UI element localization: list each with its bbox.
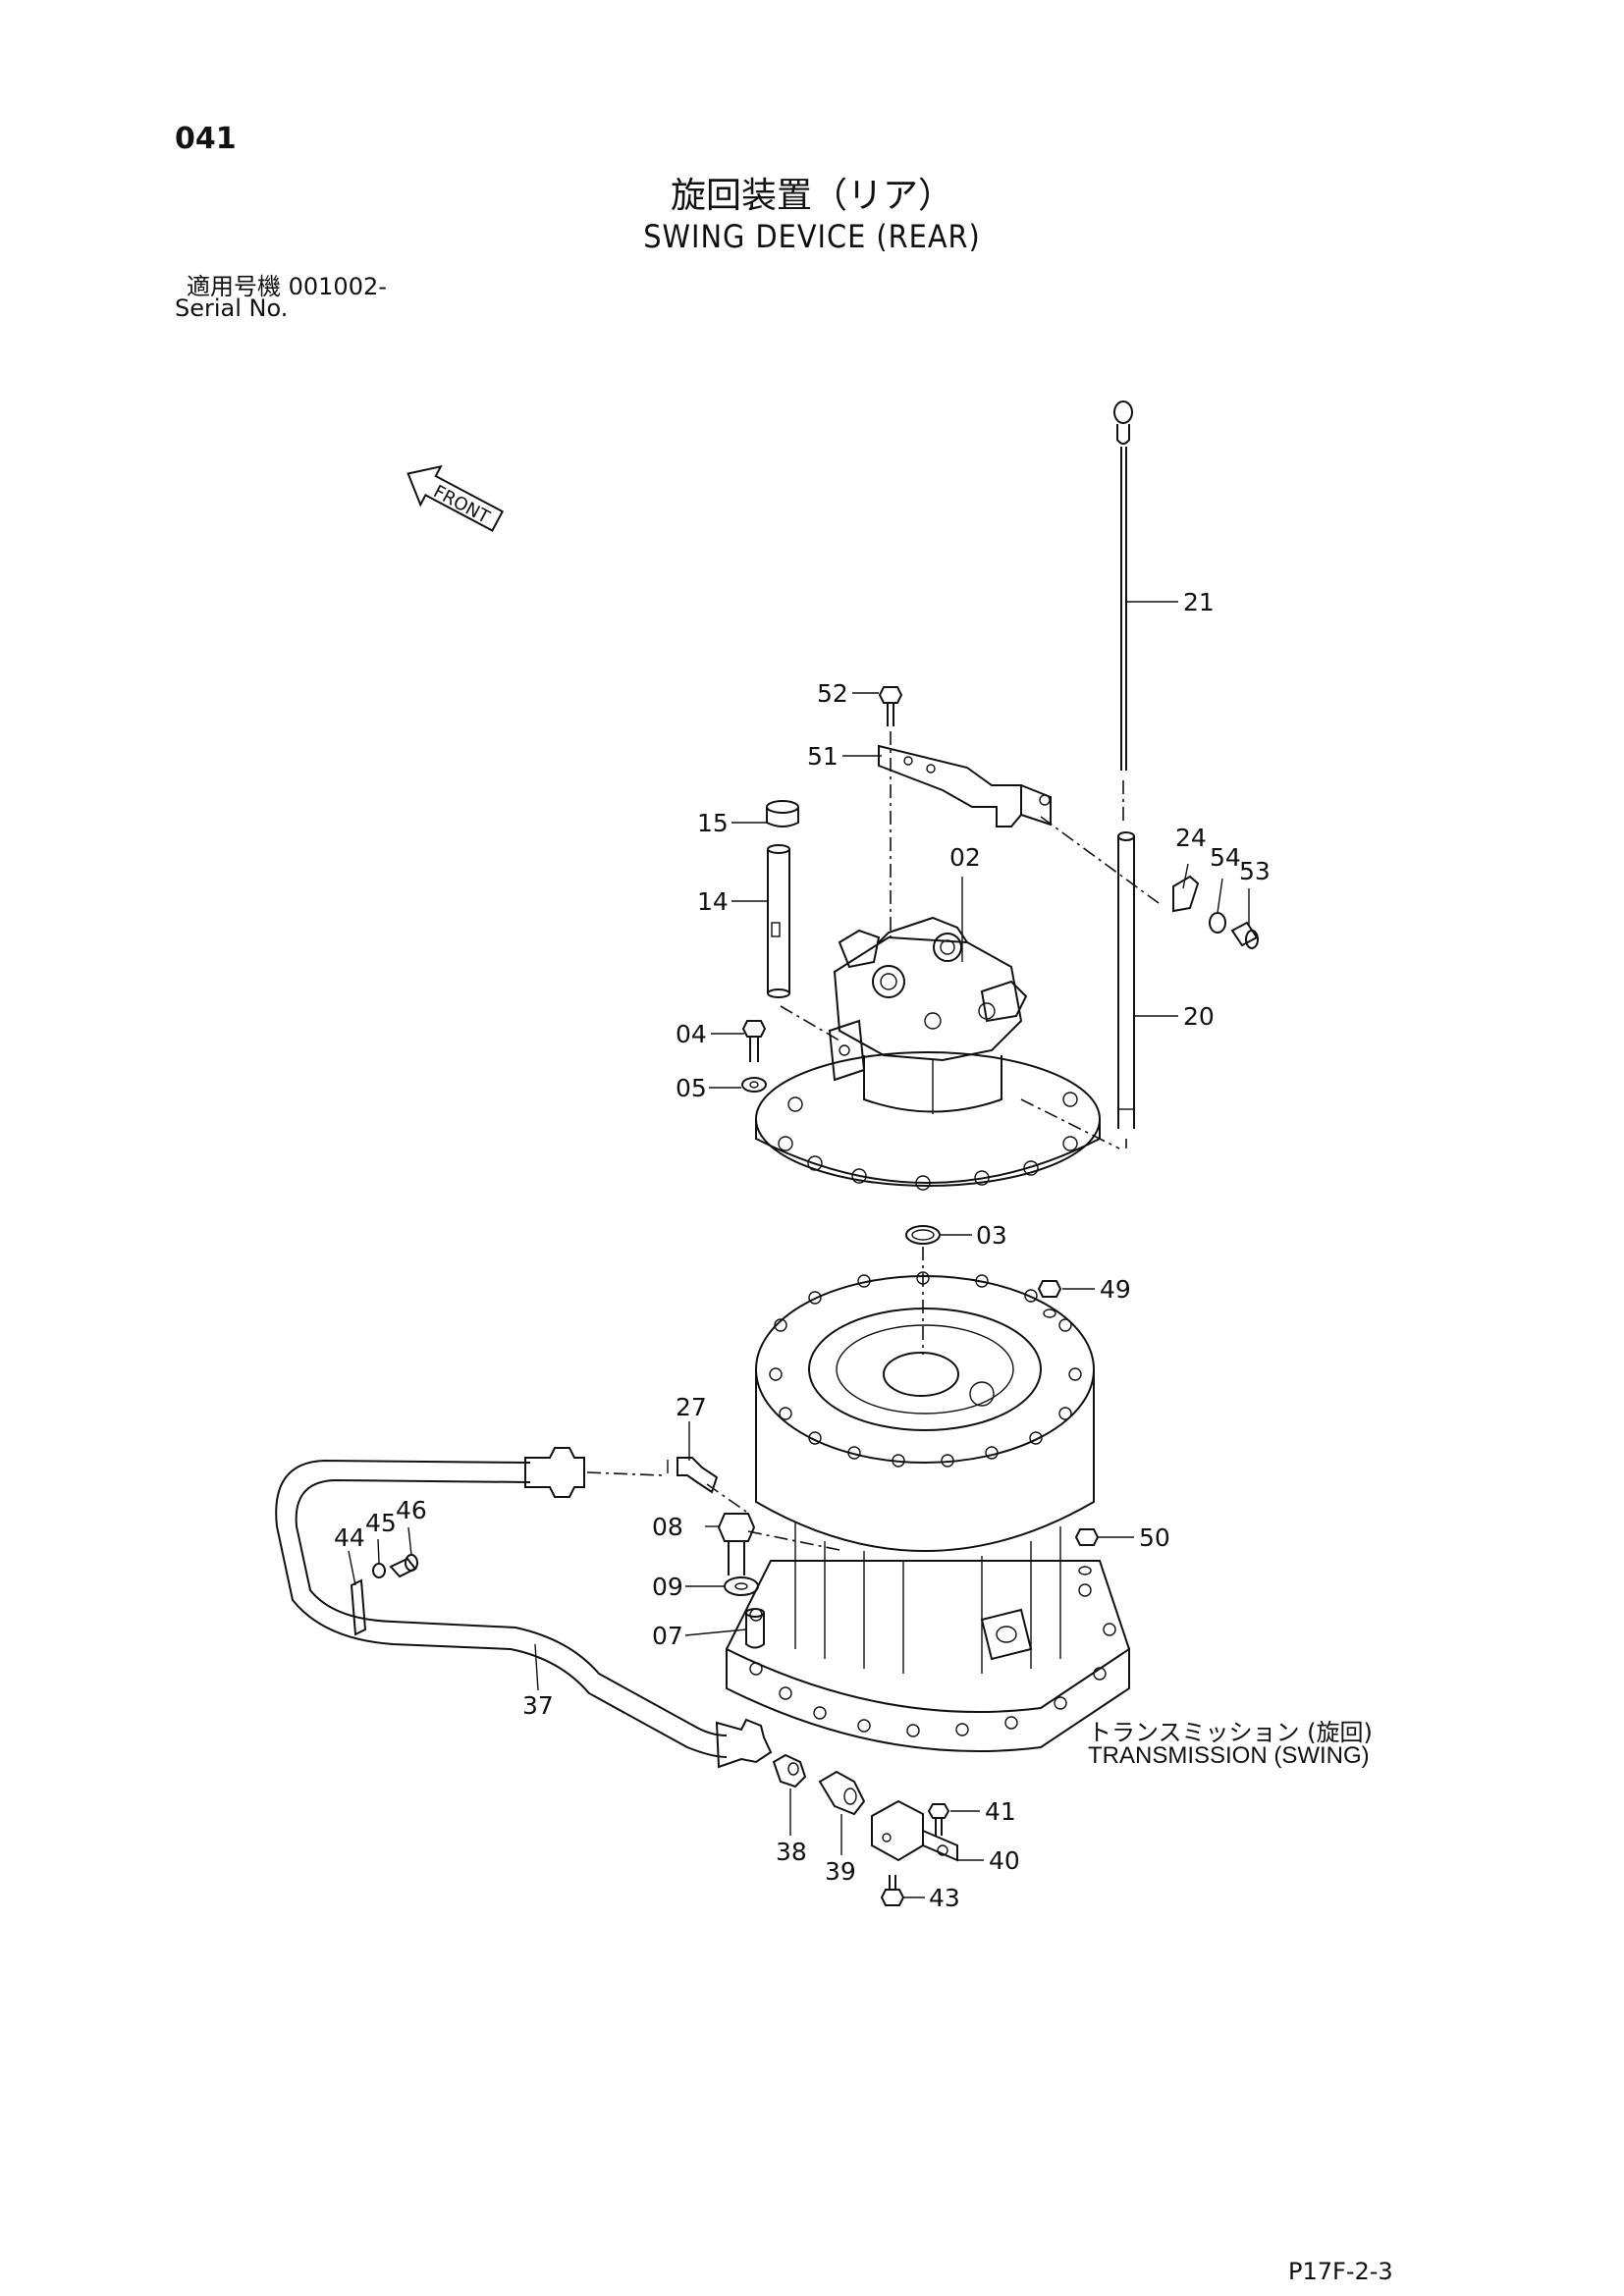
cap-15 bbox=[766, 800, 799, 828]
bracket-40 bbox=[871, 1799, 958, 1862]
hose-end-fitting-lower bbox=[715, 1718, 773, 1769]
plug-50 bbox=[1074, 1528, 1100, 1575]
bolt-52 bbox=[878, 686, 903, 726]
callout-46: 46 bbox=[396, 1496, 427, 1524]
callout-05: 05 bbox=[676, 1074, 707, 1102]
callout-44: 44 bbox=[334, 1523, 365, 1552]
callout-04: 04 bbox=[676, 1020, 707, 1048]
title-japanese: 旋回装置（リア） bbox=[670, 176, 953, 216]
callout-03: 03 bbox=[976, 1221, 1007, 1250]
washer-09 bbox=[724, 1576, 759, 1596]
callout-02: 02 bbox=[949, 843, 981, 872]
title-english: SWING DEVICE (REAR) bbox=[643, 218, 981, 255]
clamp-44 bbox=[350, 1578, 367, 1636]
transmission-base-flange bbox=[726, 1560, 1130, 1752]
dipstick-level-gauge bbox=[1113, 400, 1133, 825]
callout-20: 20 bbox=[1183, 1002, 1215, 1031]
page-number: 041 bbox=[175, 122, 237, 156]
callout-07: 07 bbox=[652, 1622, 683, 1650]
transmission-housing bbox=[755, 1271, 1095, 1674]
callout-40: 40 bbox=[989, 1846, 1020, 1875]
swing-motor bbox=[833, 916, 1028, 1114]
callout-27: 27 bbox=[676, 1393, 707, 1421]
washer-54 bbox=[1209, 912, 1226, 934]
callout-54: 54 bbox=[1210, 843, 1241, 872]
callout-21: 21 bbox=[1183, 588, 1215, 616]
callout-51: 51 bbox=[807, 742, 839, 771]
bolt-53 bbox=[1230, 921, 1259, 949]
bolt-46 bbox=[389, 1554, 418, 1578]
callout-37: 37 bbox=[522, 1691, 554, 1720]
connector-39 bbox=[818, 1770, 866, 1816]
callout-08: 08 bbox=[652, 1513, 683, 1541]
elbow-27 bbox=[667, 1457, 719, 1494]
callout-43: 43 bbox=[929, 1884, 960, 1912]
motor-flange bbox=[755, 1051, 1101, 1191]
callout-45: 45 bbox=[365, 1509, 397, 1537]
hose-end-fitting-upper bbox=[524, 1447, 585, 1498]
front-arrow-label: FRONT bbox=[430, 481, 494, 528]
leader-lines bbox=[348, 601, 1250, 1898]
bolt-04 bbox=[741, 1020, 767, 1062]
bolt-41 bbox=[927, 1803, 950, 1836]
callout-24: 24 bbox=[1175, 824, 1207, 852]
footer-page-code: P17F-2-3 bbox=[1288, 2258, 1393, 2285]
callout-38: 38 bbox=[776, 1838, 807, 1866]
hose-37 bbox=[275, 1459, 728, 1758]
callout-09: 09 bbox=[652, 1573, 683, 1601]
callout-39: 39 bbox=[825, 1857, 856, 1886]
pin-07 bbox=[745, 1608, 765, 1649]
valve-block bbox=[828, 1019, 866, 1082]
callout-41: 41 bbox=[985, 1797, 1016, 1826]
bolt-08 bbox=[717, 1513, 756, 1575]
callout-53: 53 bbox=[1239, 857, 1271, 885]
serial-range-label: 適用号機 001002- bbox=[187, 273, 387, 300]
callout-50: 50 bbox=[1139, 1523, 1170, 1552]
front-arrow-icon: FRONT bbox=[406, 464, 505, 532]
mounting-bracket bbox=[878, 744, 1052, 828]
callout-15: 15 bbox=[697, 809, 729, 837]
plug-49 bbox=[1037, 1280, 1062, 1318]
serial-number-label: Serial No. bbox=[175, 294, 289, 322]
callout-52: 52 bbox=[817, 679, 848, 708]
washer-45 bbox=[372, 1563, 386, 1578]
transmission-label-english: TRANSMISSION (SWING) bbox=[1088, 1742, 1370, 1769]
callout-14: 14 bbox=[697, 887, 729, 916]
adapter-38 bbox=[772, 1753, 807, 1789]
clamp-24 bbox=[1172, 875, 1200, 913]
bolt-43 bbox=[880, 1875, 905, 1906]
transmission-label-japanese: トランスミッション (旋回) bbox=[1088, 1719, 1373, 1746]
washer-05 bbox=[741, 1077, 767, 1093]
pipe-14 bbox=[767, 844, 790, 998]
o-ring-03 bbox=[905, 1225, 941, 1245]
callout-49: 49 bbox=[1100, 1275, 1131, 1304]
